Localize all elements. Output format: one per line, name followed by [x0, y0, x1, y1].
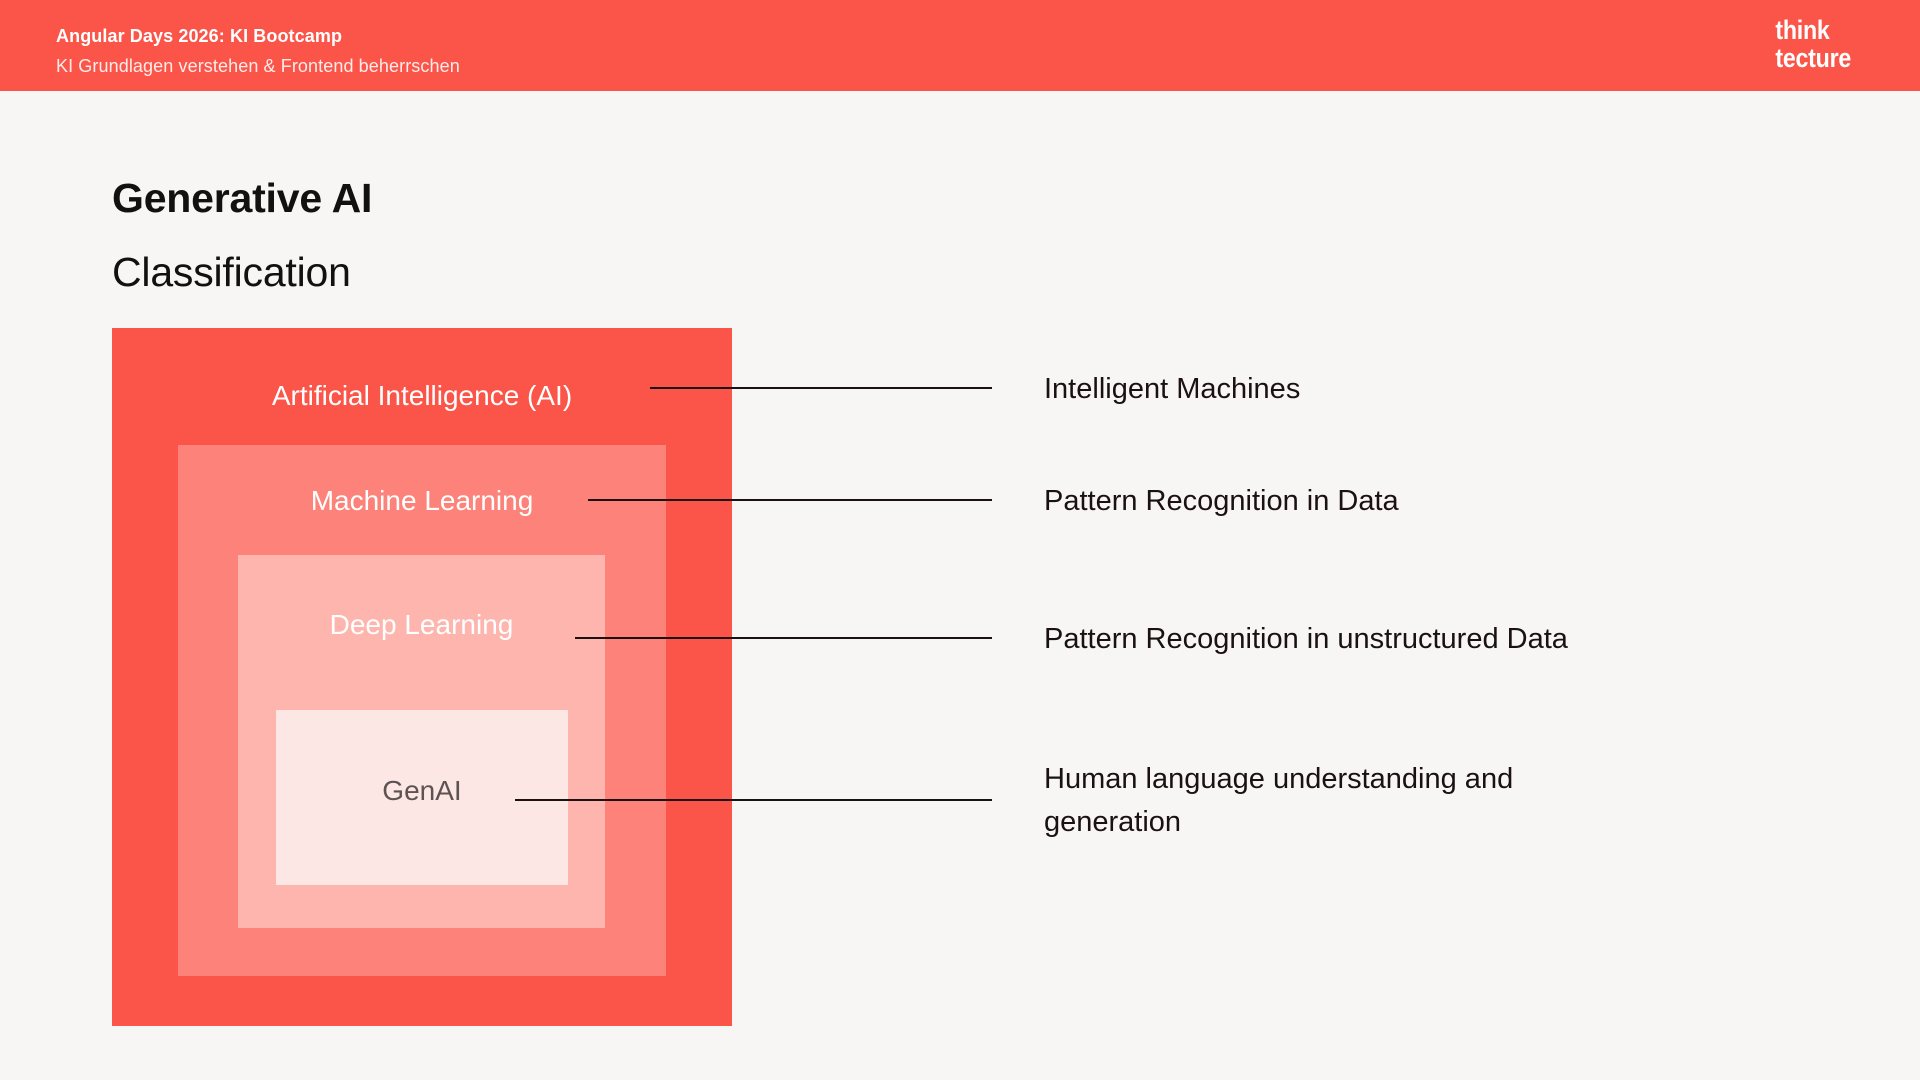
description-genai: Human language understanding and generat… [1044, 763, 1514, 838]
description-machine-learning: Pattern Recognition in Data [1044, 485, 1399, 517]
thinktecture-logo: think tecture [1775, 16, 1870, 78]
diagram-label-artificial-intelligence: Artificial Intelligence (AI) [271, 380, 573, 411]
connector-line-genai [515, 799, 992, 801]
diagram-label-deep-learning: Deep Learning [329, 609, 514, 640]
description-artificial-intelligence: Intelligent Machines [1044, 373, 1301, 405]
logo-line-tecture: tecture [1775, 43, 1852, 73]
connector-line-artificial-intelligence [650, 387, 992, 389]
page-subtitle: Classification [112, 249, 351, 295]
header-event-subtitle: KI Grundlagen verstehen & Frontend beher… [56, 56, 460, 76]
page-title: Generative AI [112, 175, 373, 221]
diagram-label-genai: GenAI [382, 775, 462, 806]
diagram-box-genai: GenAI [276, 710, 568, 885]
diagram-label-machine-learning: Machine Learning [310, 485, 534, 516]
header-event-title: Angular Days 2026: KI Bootcamp [56, 26, 343, 46]
connector-line-deep-learning [575, 637, 992, 639]
logo-line-think: think [1775, 15, 1830, 45]
page-header: Angular Days 2026: KI Bootcamp KI Grundl… [0, 0, 1920, 91]
description-deep-learning: Pattern Recognition in unstructured Data [1044, 623, 1568, 655]
connector-line-machine-learning [588, 499, 992, 501]
